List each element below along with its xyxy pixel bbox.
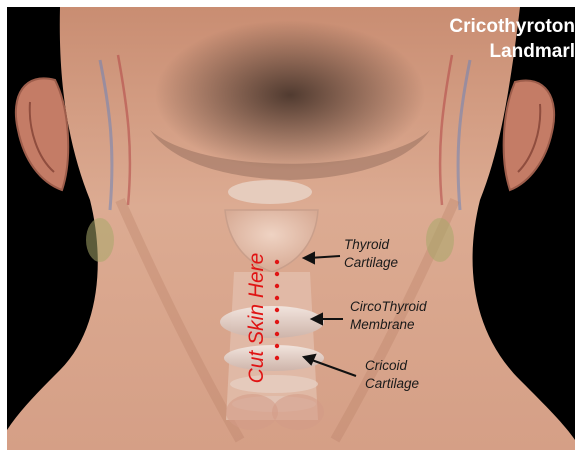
label-cricoid-line-2: Cartilage bbox=[365, 375, 419, 393]
title-line-1: Cricothyroton bbox=[449, 14, 575, 39]
label-cricothyroid-line-1: CircoThyroid bbox=[350, 298, 427, 316]
label-cricoid-line-1: Cricoid bbox=[365, 357, 419, 375]
label-thyroid-line-2: Cartilage bbox=[344, 254, 398, 272]
label-cricothyroid-membrane: CircoThyroid Membrane bbox=[350, 298, 427, 334]
label-thyroid-cartilage: Thyroid Cartilage bbox=[344, 236, 398, 272]
cricothyroid-membrane bbox=[220, 306, 324, 338]
diagram-title: Cricothyroton Landmarl bbox=[449, 14, 575, 64]
label-cricoid-cartilage: Cricoid Cartilage bbox=[365, 357, 419, 393]
hyoid bbox=[228, 180, 312, 204]
incision-label: Cut Skin Here bbox=[245, 253, 269, 384]
label-thyroid-line-1: Thyroid bbox=[344, 236, 398, 254]
title-line-2: Landmarl bbox=[449, 39, 575, 64]
label-cricothyroid-line-2: Membrane bbox=[350, 316, 427, 334]
chin-shadow bbox=[155, 20, 425, 170]
incision-dots bbox=[275, 260, 279, 360]
